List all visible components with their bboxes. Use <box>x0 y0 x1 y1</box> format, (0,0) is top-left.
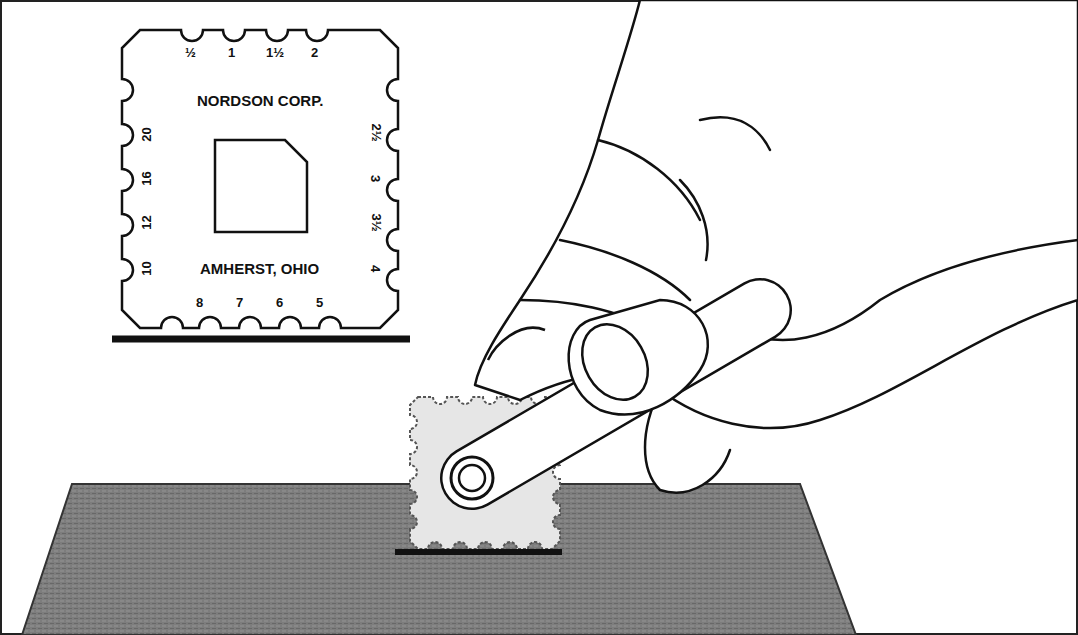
scale-number: 6 <box>276 296 283 309</box>
scale-number: 2 <box>311 46 318 59</box>
scale-number: 1 <box>228 46 235 59</box>
scale-number: 5 <box>316 296 323 309</box>
scale-number: 20 <box>140 127 153 141</box>
gauge-card: NORDSON CORP. AMHERST, OHIO <box>120 28 400 330</box>
surface-line <box>112 336 410 343</box>
scale-number: 16 <box>140 171 153 185</box>
scale-number: 3½ <box>370 213 383 231</box>
scale-number: ½ <box>185 46 196 59</box>
gauge-text: NORDSON CORP. <box>197 92 323 109</box>
surface-line <box>395 549 562 555</box>
scale-number: 4 <box>369 265 382 272</box>
gauge-text: AMHERST, OHIO <box>200 260 319 277</box>
scale-number: 3 <box>369 175 382 182</box>
scale-number: 12 <box>140 215 153 229</box>
scale-number: 8 <box>196 296 203 309</box>
thumb <box>488 300 708 414</box>
scale-number: 2½ <box>370 123 383 141</box>
scale-number: 10 <box>140 261 153 275</box>
scale-number: 1½ <box>266 46 284 59</box>
scale-number: 7 <box>236 296 243 309</box>
gauge-outline <box>120 28 400 330</box>
